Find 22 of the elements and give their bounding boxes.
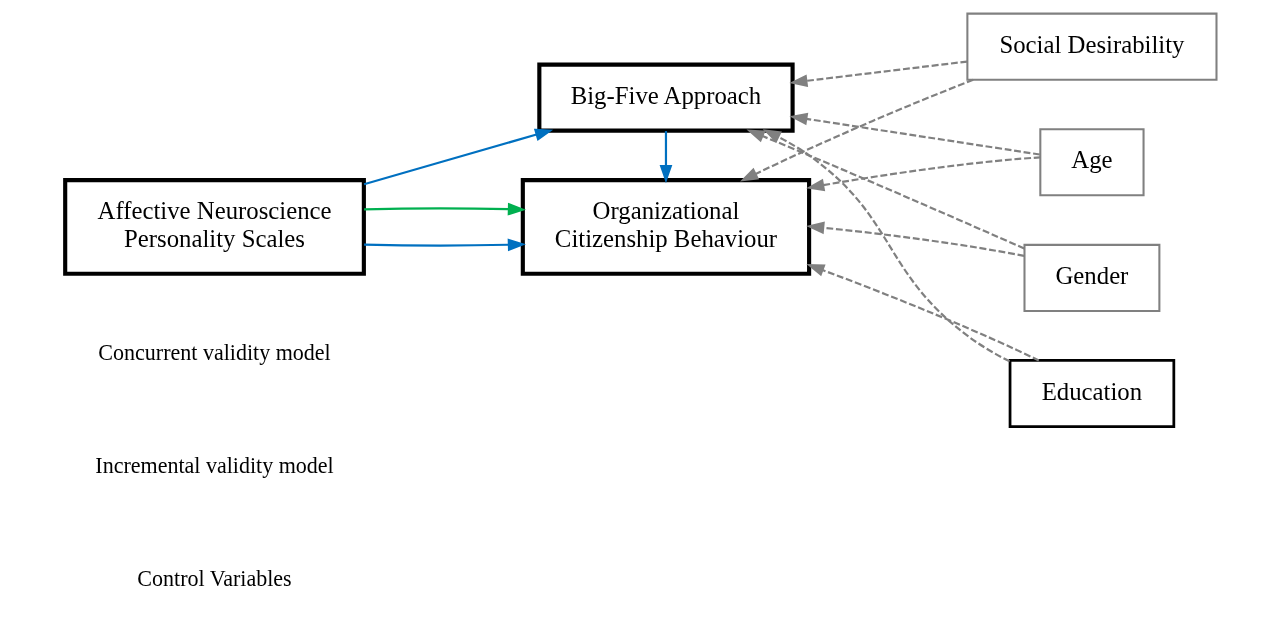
arrow	[363, 202, 526, 216]
legend-label: Concurrent validity model	[97, 340, 331, 366]
node-box: Gender	[1022, 243, 1160, 312]
arrow	[363, 128, 553, 186]
legend-label: Control Variables	[136, 565, 292, 591]
node-box: Education	[1008, 359, 1175, 428]
arrow	[762, 129, 1010, 363]
arrow	[805, 156, 1040, 192]
arrow	[788, 112, 1040, 156]
node-box: Social Desirability	[965, 12, 1217, 81]
node-box: Affective Neuroscience Personality Scales	[62, 178, 366, 276]
node-box: Age	[1038, 128, 1145, 197]
arrow	[659, 131, 672, 184]
node-box: Big-Five Approach	[536, 62, 795, 133]
legend-label: Incremental validity model	[94, 453, 334, 479]
arrow	[805, 264, 1039, 362]
arrow	[746, 129, 1025, 250]
node-box: Organizational Citizenship Behaviour	[520, 178, 811, 276]
arrow	[788, 60, 967, 88]
arrow	[363, 238, 526, 252]
arrow	[805, 221, 1024, 258]
arrow	[739, 78, 974, 182]
